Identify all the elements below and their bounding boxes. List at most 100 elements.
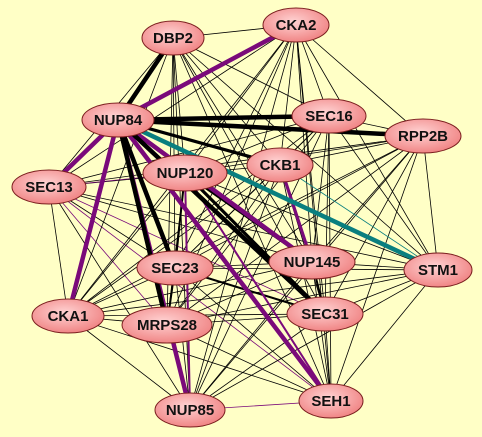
edge-nup120-cka1 [67, 172, 186, 317]
edge-sec23-seh1 [174, 267, 332, 402]
edge-cka2-nup120 [184, 24, 297, 174]
edge-dbp2-ckb1 [172, 37, 281, 166]
node-sec31[interactable]: SEC31 [286, 296, 364, 332]
edge-nup84-sec23 [115, 117, 178, 271]
node-label: SEH1 [311, 393, 350, 410]
edge-stm1-cka1 [67, 269, 439, 317]
edge-ckb1-seh1 [279, 164, 332, 402]
node-label: CKA1 [48, 308, 89, 325]
edge-cka1-seh1 [67, 315, 332, 402]
edge-cka1-nup85 [67, 315, 191, 411]
node-ellipse [154, 392, 226, 428]
edge-nup120-seh1 [184, 172, 332, 402]
node-label: RPP2B [398, 128, 448, 145]
edge-cka2-nup145 [295, 24, 313, 263]
edge-nup84-nup145 [115, 117, 315, 265]
node-label: NUP120 [157, 165, 214, 182]
node-sec16[interactable]: SEC16 [291, 98, 367, 134]
node-label: CKB1 [260, 157, 301, 174]
edge-rpp2b-sec23 [174, 135, 424, 269]
node-cka2[interactable]: CKA2 [262, 7, 330, 43]
node-ckb1[interactable]: CKB1 [246, 147, 314, 183]
node-ellipse [291, 98, 367, 134]
node-ellipse [268, 244, 356, 280]
node-ellipse [11, 169, 87, 205]
node-rpp2b[interactable]: RPP2B [384, 118, 462, 154]
node-ellipse [262, 7, 330, 43]
edge-sec16-stm1 [328, 115, 439, 271]
node-ellipse [286, 296, 364, 332]
node-ellipse [141, 20, 205, 56]
node-label: NUP84 [94, 112, 143, 129]
edge-dbp2-sec23 [172, 37, 176, 269]
node-mrps28[interactable]: MRPS28 [121, 306, 213, 344]
node-ellipse [81, 102, 155, 138]
edge-nup120-stm1 [184, 172, 439, 271]
edge-nup145-cka1 [67, 261, 313, 317]
edge-cka2-sec13 [48, 24, 297, 188]
edge-rpp2b-sec13 [48, 135, 424, 188]
node-ellipse [31, 298, 105, 334]
edge-sec16-nup145 [311, 115, 330, 263]
edge-stm1-mrps28 [166, 269, 439, 326]
node-ellipse [142, 154, 228, 192]
edge-sec13-seh1 [48, 186, 332, 402]
edge-stm1-nup85 [189, 269, 439, 411]
edge-cka2-sec23 [174, 24, 297, 269]
node-label: SEC31 [301, 306, 349, 323]
node-label: STM1 [418, 262, 458, 279]
edge-nup145-nup85 [189, 261, 313, 411]
edge-rpp2b-cka1 [67, 135, 424, 317]
node-sec23[interactable]: SEC23 [136, 250, 214, 286]
edge-sec16-mrps28 [166, 115, 330, 326]
edge-nup84-cka1 [65, 117, 121, 319]
node-sec13[interactable]: SEC13 [11, 169, 87, 205]
node-nup85[interactable]: NUP85 [154, 392, 226, 428]
node-seh1[interactable]: SEH1 [298, 383, 364, 419]
node-ellipse [136, 250, 214, 286]
node-nup84[interactable]: NUP84 [81, 102, 155, 138]
edge-nup84-rpp2b [115, 117, 426, 139]
edge-sec13-nup85 [48, 186, 191, 411]
node-label: SEC23 [151, 260, 199, 277]
edge-nup84-sec31 [115, 117, 328, 317]
edge-ckb1-nup85 [189, 164, 281, 411]
node-label: SEC16 [305, 108, 353, 125]
edge-rpp2b-mrps28 [166, 135, 424, 326]
edge-rpp2b-seh1 [330, 135, 424, 402]
edge-ckb1-cka1 [67, 164, 281, 317]
node-nup120[interactable]: NUP120 [142, 154, 228, 192]
node-ellipse [403, 252, 473, 288]
edge-cka2-ckb1 [279, 24, 297, 166]
edge-rpp2b-stm1 [422, 135, 439, 271]
edge-ckb1-stm1 [279, 164, 439, 271]
node-dbp2[interactable]: DBP2 [141, 20, 205, 56]
node-label: NUP145 [284, 254, 341, 271]
edge-nup84-stm1 [115, 117, 441, 273]
node-label: DBP2 [153, 30, 193, 47]
node-label: SEC13 [25, 179, 73, 196]
node-stm1[interactable]: STM1 [403, 252, 473, 288]
edge-stm1-seh1 [330, 269, 439, 402]
node-ellipse [298, 383, 364, 419]
edge-sec13-mrps28 [48, 186, 168, 326]
edge-rpp2b-sec31 [324, 135, 424, 315]
edge-dbp2-nup85 [172, 37, 191, 411]
node-label: NUP85 [166, 402, 214, 419]
edge-rpp2b-nup145 [311, 135, 424, 263]
node-cka1[interactable]: CKA1 [31, 298, 105, 334]
edge-ckb1-mrps28 [166, 164, 281, 326]
node-ellipse [246, 147, 314, 183]
edge-sec13-stm1 [48, 186, 439, 271]
edge-sec31-nup85 [189, 313, 326, 411]
node-nup145[interactable]: NUP145 [268, 244, 356, 280]
node-label: CKA2 [276, 17, 317, 34]
node-label: MRPS28 [137, 317, 197, 334]
edge-cka2-rpp2b [295, 24, 424, 137]
edge-sec13-cka1 [48, 186, 69, 317]
edge-nup84-mrps28 [115, 117, 170, 328]
node-ellipse [384, 118, 462, 154]
